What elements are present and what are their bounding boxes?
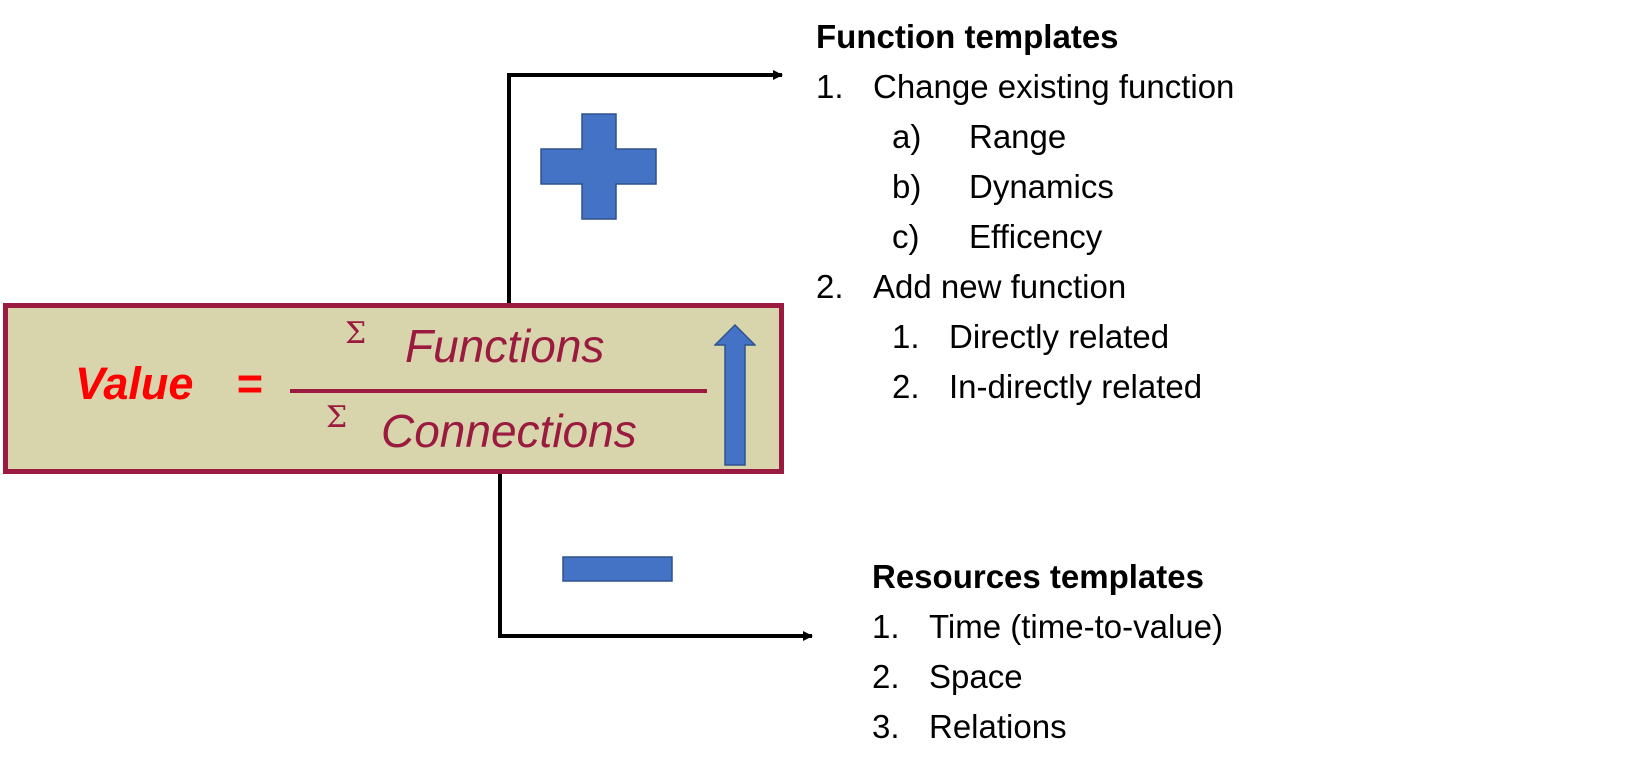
resource-item-number: 3. [872, 708, 900, 745]
function-subitem-label: Efficency [969, 218, 1103, 255]
item-number: 1. [816, 68, 844, 105]
lower-connector-arrow [498, 474, 813, 641]
resources-templates-heading: Resources templates [872, 558, 1204, 595]
resource-item-number: 2. [872, 658, 900, 695]
numerator-functions: Functions [405, 320, 605, 372]
function-item-number: 2. [816, 268, 844, 305]
numerator-sigma: Σ [345, 316, 367, 351]
function-subitem-label: Dynamics [969, 168, 1114, 205]
resource-item-number: 1. [872, 608, 900, 645]
up-arrow-icon [714, 324, 756, 466]
value-label: Value [75, 358, 194, 409]
upper-connector-arrow [507, 70, 783, 303]
equals-sign: = [236, 358, 263, 409]
resource-item-label: Relations [929, 708, 1067, 745]
function-subitem-number: b) [892, 168, 922, 205]
function-templates-heading: Function templates [816, 18, 1119, 55]
fraction-bar [290, 389, 707, 393]
resource-item-label: Space [929, 658, 1023, 695]
minus-icon [562, 556, 673, 582]
function-subitem-number: 1. [892, 318, 920, 355]
denominator-connections: Connections [381, 405, 637, 457]
resource-item-label: Time (time-to-value) [929, 608, 1223, 645]
denominator-sigma: Σ [326, 400, 348, 435]
function-item-label: Add new function [873, 268, 1127, 305]
function-item-label: Change existing function [873, 68, 1235, 105]
function-subitem-number: a) [892, 118, 922, 155]
function-subitem-number: 2. [892, 368, 920, 405]
function-item: 1. [816, 68, 844, 106]
function-subitem-label: In-directly related [949, 368, 1203, 405]
function-subitem-label: Directly related [949, 318, 1170, 355]
function-subitem-label: Range [969, 118, 1067, 155]
value-formula-box: Value = Σ Functions Σ Connections [3, 303, 784, 474]
function-subitem-number: c) [892, 218, 920, 255]
plus-icon [540, 113, 657, 220]
